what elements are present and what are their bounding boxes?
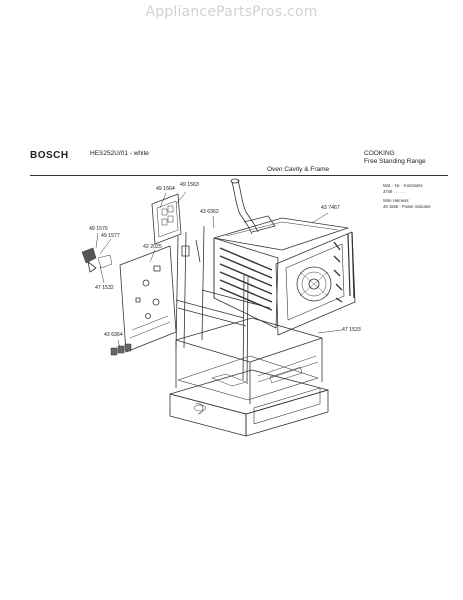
rear-panel [119,245,177,353]
base-drawer [169,369,329,437]
part-label-47-1533: 47 1533 [342,327,361,333]
part-label-42-2025: 42 2025 [143,244,162,250]
section-title: Oven Cavity & Frame [267,166,330,173]
note-line-1: Mat. - Nr. - Konstants [383,183,423,188]
part-label-49-1576: 49 1576 [89,226,108,232]
model-number: HES252U/01 - white [90,150,149,157]
switch-parts [81,247,113,273]
category-line-2: Free Standing Range [364,158,426,165]
lower-tray [175,317,323,404]
part-label-43-6362: 43 6362 [200,209,219,215]
frame [175,225,271,385]
leader-lines [95,191,343,349]
part-label-49-1577: 49 1577 [101,233,120,239]
part-label-49-1564: 49 1564 [156,186,175,192]
control-bracket [151,193,182,245]
notes-block: Mat. - Nr. - Konstants 3748 . . . . . Wi… [383,183,431,209]
part-label-47-1532: 47 1532 [95,285,114,291]
part-label-43-7467: 43 7467 [321,205,340,211]
category-block: COOKING Free Standing Range [364,150,426,166]
part-label-43-6364: 43 6364 [104,332,123,338]
note-line-2: 3748 . . . . . [383,188,404,194]
brand-logo: BOSCH [30,150,69,161]
vent-tube [230,178,276,235]
terminal-block [110,343,132,356]
category-line-1: COOKING [364,150,395,157]
note-line-4: 49 1565 - Power indicator [383,203,431,209]
oven-cavity [213,217,356,336]
header-divider [30,175,448,176]
part-label-49-1563: 49 1563 [180,182,199,188]
watermark: AppliancePartsPros.com [145,4,318,20]
note-line-3: Wire Harness: [383,198,410,203]
